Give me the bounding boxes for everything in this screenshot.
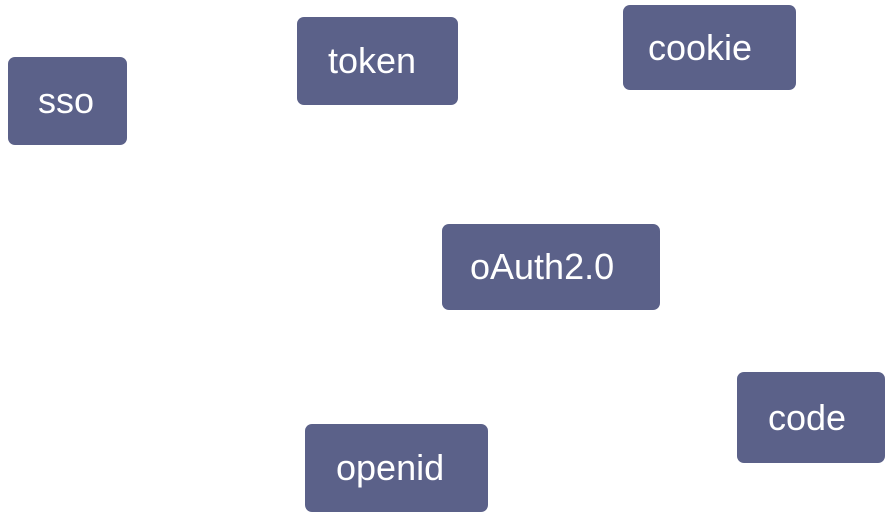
tag-chip-label: oAuth2.0 bbox=[470, 246, 615, 287]
tag-chip-token[interactable]: token bbox=[297, 17, 458, 105]
tag-chip-label: code bbox=[768, 396, 847, 438]
tag-chip-oauth2-0[interactable]: oAuth2.0 bbox=[442, 224, 660, 310]
tag-chip-code[interactable]: code bbox=[737, 372, 885, 463]
tag-chip-cookie[interactable]: cookie bbox=[623, 5, 796, 90]
tag-chip-label: cookie bbox=[648, 26, 753, 68]
tag-chip-openid[interactable]: openid bbox=[305, 424, 488, 512]
tag-chip-label: openid bbox=[336, 447, 445, 488]
tag-chip-label: sso bbox=[38, 80, 95, 121]
tag-chip-sso[interactable]: sso bbox=[8, 57, 127, 145]
tag-chip-label: token bbox=[328, 40, 417, 81]
